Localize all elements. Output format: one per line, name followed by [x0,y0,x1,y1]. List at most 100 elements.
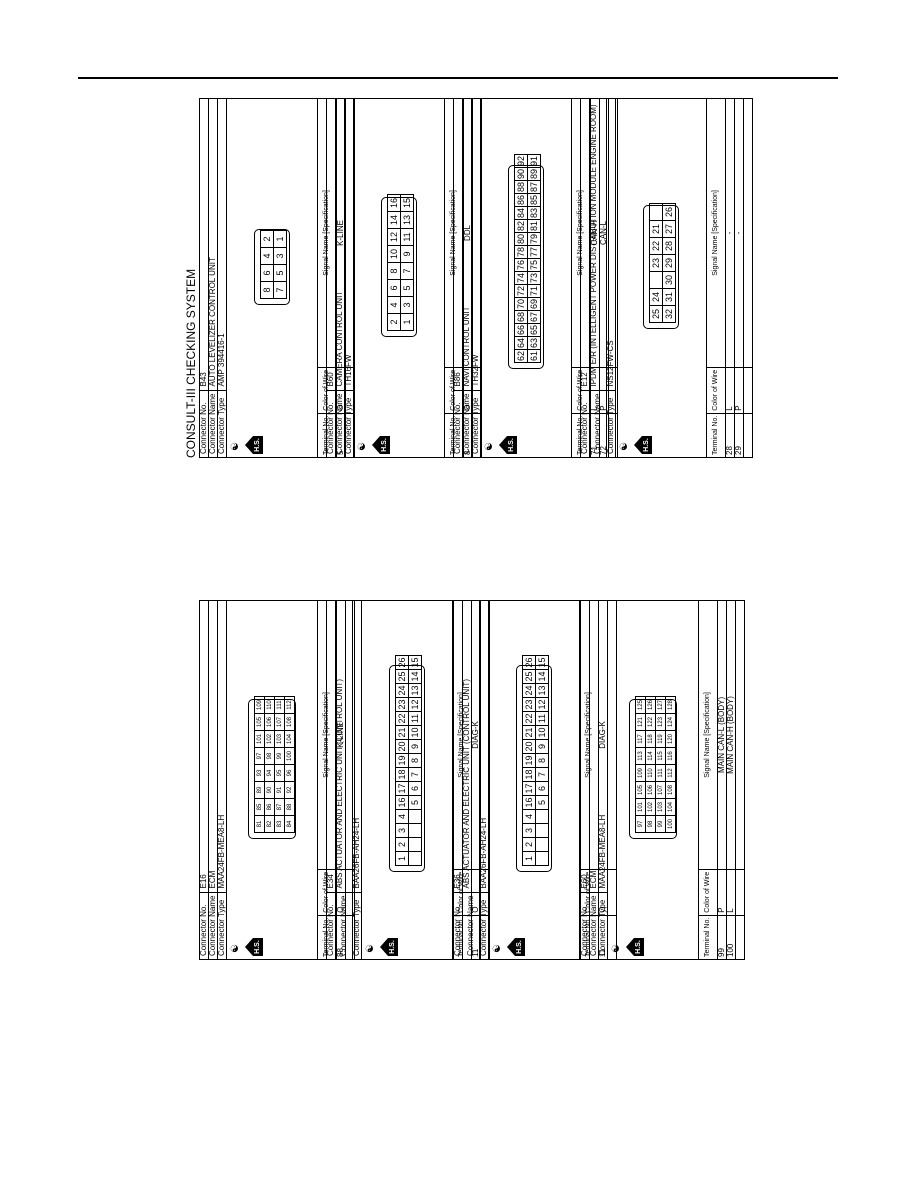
pin-cell: 29 [662,254,676,272]
pin-cell: 3 [273,247,287,265]
connector-face-icon: ☯ [484,442,495,451]
pin-cell: 14 [387,211,401,229]
pin-cell: 103 [274,730,285,748]
pin-cell: 13 [400,211,414,229]
pin-cell: 114 [645,747,656,765]
connector-name-label: Connector Name [208,892,218,960]
hs-triangle-icon [499,436,507,454]
pin-cell: 87 [527,180,541,194]
pin-cell: 119 [655,730,666,748]
pin-cell: 113 [635,747,646,765]
pin-cell: 90 [264,781,275,799]
pin-cell: 72 [514,284,528,298]
pin-cell [535,837,549,852]
pin-cell: 120 [665,730,676,748]
signal-name-cell: MAIN CAN-H (BODY) [726,600,736,870]
pin-cell: 92 [284,781,295,799]
pin-cell: 85 [527,193,541,207]
pin-cell [535,851,549,866]
pin-cell: 16 [387,194,401,212]
pin-cell: 126 [645,696,656,714]
pin-cell: 9 [400,245,414,263]
pin-cell: 25 [649,305,663,323]
connector-type-value: MAA24FB-MEA8-LH [598,600,608,893]
pin-cell: 26 [662,203,676,221]
pin-cell: 19 [522,753,536,768]
pin-cell: 24 [522,683,536,698]
pin-cell: 116 [665,747,676,765]
connector-name-value: AUTO LEVELIZER CONTROL UNIT [208,98,218,391]
pin-cell: 99 [655,815,666,833]
pin-cell: 107 [655,781,666,799]
connector-no-label: Connector No. [326,390,336,458]
pin-cell: 6 [387,279,401,297]
pin-cell: 90 [514,167,528,181]
hs-badge: H.S. [253,436,263,454]
pin-cell: 13 [408,683,422,698]
signal-name-cell: - [725,98,735,368]
pin-cell: 77 [527,245,541,259]
connector-name-label: Connector Name [335,892,353,960]
pin-cell: 81 [254,815,265,833]
connector-no-label: Connector No. [453,892,463,960]
connector-face-icon: ☯ [492,944,503,953]
terminal-no-header: Terminal No. [706,413,726,458]
pin-cell: 3 [522,823,536,838]
pin-cell: 121 [635,713,646,731]
connector-type-label: Connector Type [479,892,489,960]
connector-face-icon: ☯ [230,442,241,451]
pin-cell: 27 [662,220,676,238]
connector-name-label: Connector Name [462,892,480,960]
connector-name-value: ABS ACTUATOR AND ELECTRIC UNIT (CONTROL … [462,600,480,893]
connector-name-label: Connector Name [208,390,218,458]
pin-cell: 11 [400,228,414,246]
pin-cell: 84 [514,206,528,220]
pin-cell: 21 [649,220,663,238]
pin-cell: 8 [387,262,401,280]
pin-cell: 81 [527,219,541,233]
pin-cell: 7 [400,262,414,280]
pin-cell: 103 [655,798,666,816]
pin-cell: 7 [408,767,422,782]
pin-cell [408,837,422,852]
connector-no-value: B86 [453,98,463,391]
pin-cell: 67 [527,310,541,324]
pin-cell: 8 [260,281,274,299]
connector-name-value: NAVI CONTROL UNIT [462,98,472,391]
pin-cell: 105 [254,713,265,731]
terminal-no-header: Terminal No. [698,915,718,960]
pin-cell: 118 [645,730,656,748]
connector-name-label: Connector Name [589,892,599,960]
pin-cell: 62 [514,349,528,363]
pin-cell: 23 [522,697,536,712]
pin-cell [535,809,549,824]
pin-cell: 1 [522,851,536,866]
connector-no-label: Connector No. [580,390,590,458]
pin-cell: 122 [645,713,656,731]
pin-cell: 94 [264,764,275,782]
pin-cell: 108 [284,713,295,731]
pin-cell: 111 [274,696,285,714]
pin-cell: 86 [264,798,275,816]
pin-cell: 82 [264,815,275,833]
pin-cell: 9 [408,739,422,754]
pin-cell [649,271,663,289]
pin-cell: 11 [535,711,549,726]
pin-cell: 31 [662,288,676,306]
pin-cell: 17 [522,781,536,796]
pin-cell: 18 [522,767,536,782]
pin-cell: 4 [387,296,401,314]
